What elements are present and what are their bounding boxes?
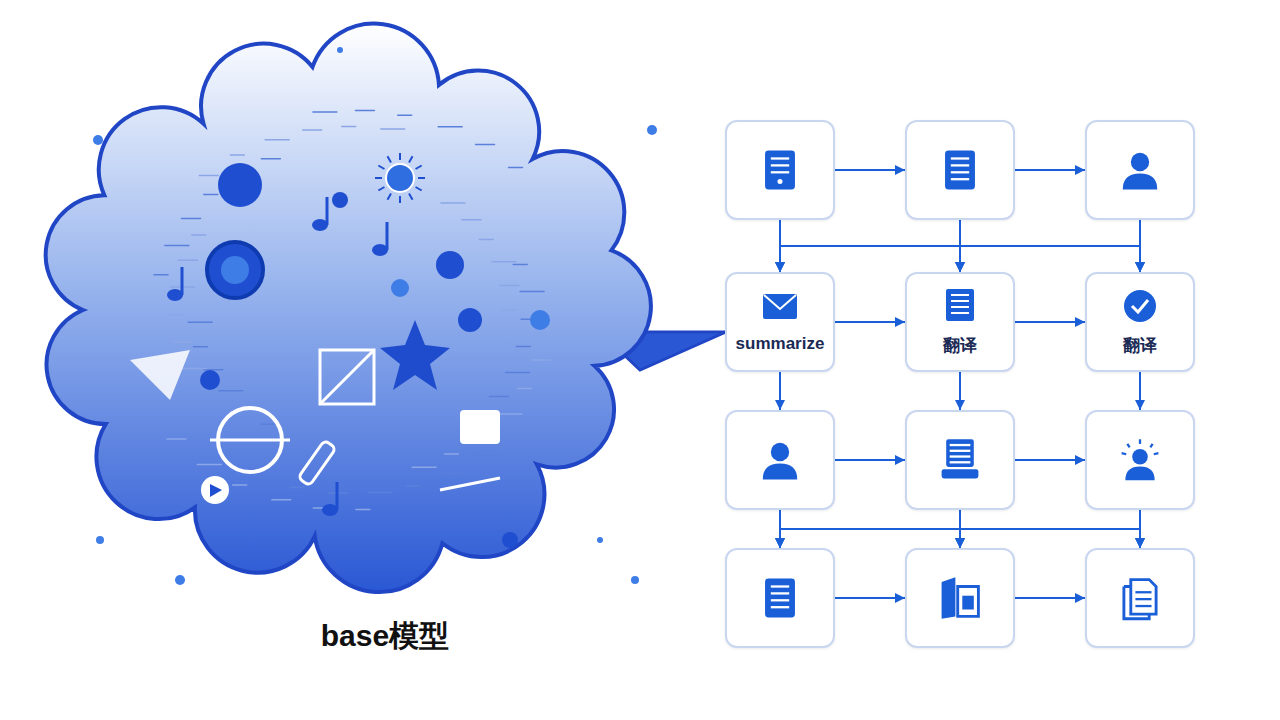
- flow-arrow: [835, 169, 905, 171]
- flow-arrow: [960, 510, 1140, 548]
- node-label: summarize: [727, 334, 833, 354]
- book-icon: [937, 575, 983, 621]
- cloud-illustration: [40, 20, 730, 700]
- flow-arrow: [960, 510, 1140, 548]
- person-icon: [1117, 147, 1163, 193]
- docoutline-icon: [1117, 575, 1163, 621]
- cloud-outline: [46, 24, 651, 593]
- flow-arrow: [1015, 169, 1085, 171]
- process-box: [725, 548, 835, 648]
- node-label: 翻译: [1087, 334, 1193, 357]
- personrays-icon: [1117, 437, 1163, 483]
- flow-arrow: [1139, 220, 1141, 272]
- flow-arrow: [780, 510, 1140, 548]
- flow-arrow: [1139, 510, 1141, 548]
- process-box: [905, 410, 1015, 510]
- person-icon: [757, 437, 803, 483]
- process-box: [1085, 548, 1195, 648]
- envelope-icon: [760, 286, 800, 326]
- flow-arrow: [1015, 321, 1085, 323]
- process-box: summarize: [725, 272, 835, 372]
- flow-arrow: [780, 220, 1140, 272]
- process-box: 翻译: [905, 272, 1015, 372]
- flow-arrow: [1015, 459, 1085, 461]
- flow-arrow: [1015, 597, 1085, 599]
- docdot-icon: [757, 147, 803, 193]
- doc-icon: [757, 575, 803, 621]
- flow-arrow: [1139, 372, 1141, 410]
- node-label: 翻译: [907, 334, 1013, 357]
- doc-icon: [937, 147, 983, 193]
- process-box: [725, 410, 835, 510]
- flow-arrow: [780, 220, 1140, 272]
- process-box: [1085, 410, 1195, 510]
- process-box: [1085, 120, 1195, 220]
- flow-arrow: [960, 220, 1140, 272]
- cloud-symbols: [130, 110, 550, 548]
- flow-arrow: [780, 510, 1140, 548]
- process-box: [905, 548, 1015, 648]
- flow-arrow: [959, 372, 961, 410]
- flow-arrow: [779, 372, 781, 410]
- flow-arrow: [835, 459, 905, 461]
- process-box: [905, 120, 1015, 220]
- process-box: 翻译: [1085, 272, 1195, 372]
- cloud-title: base模型: [40, 616, 730, 657]
- cloud-node: base模型: [40, 20, 730, 700]
- process-box: [725, 120, 835, 220]
- check-icon: [1120, 286, 1160, 326]
- printer-icon: [937, 437, 983, 483]
- flow-arrow: [960, 220, 1140, 272]
- doclines-icon: [940, 286, 980, 326]
- flow-arrow: [835, 597, 905, 599]
- flow-arrow: [835, 321, 905, 323]
